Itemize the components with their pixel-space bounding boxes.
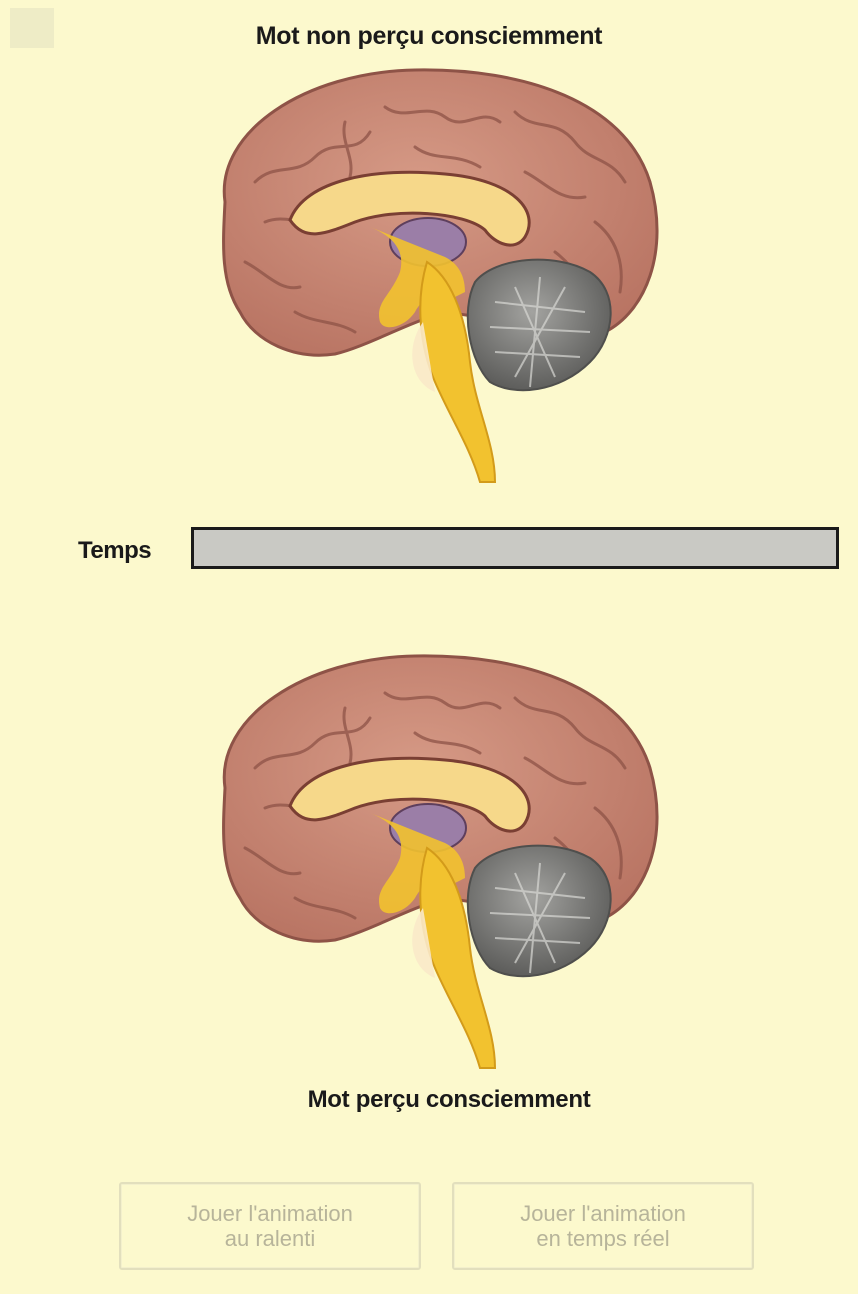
brain-illustration-bottom — [195, 648, 665, 1078]
play-realtime-line2: en temps réel — [520, 1226, 686, 1251]
time-label: Temps — [78, 537, 151, 565]
brain-illustration-top — [195, 62, 665, 492]
play-slow-motion-line1: Jouer l'animation — [187, 1201, 353, 1226]
play-realtime-line1: Jouer l'animation — [520, 1201, 686, 1226]
top-brain-label: Mot non perçu consciemment — [0, 22, 858, 51]
play-slow-motion-line2: au ralenti — [187, 1226, 353, 1251]
play-realtime-button[interactable]: Jouer l'animation en temps réel — [452, 1182, 754, 1270]
bottom-brain-label: Mot perçu consciemment — [20, 1086, 858, 1114]
time-progress-bar[interactable] — [191, 527, 839, 569]
play-slow-motion-button[interactable]: Jouer l'animation au ralenti — [119, 1182, 421, 1270]
